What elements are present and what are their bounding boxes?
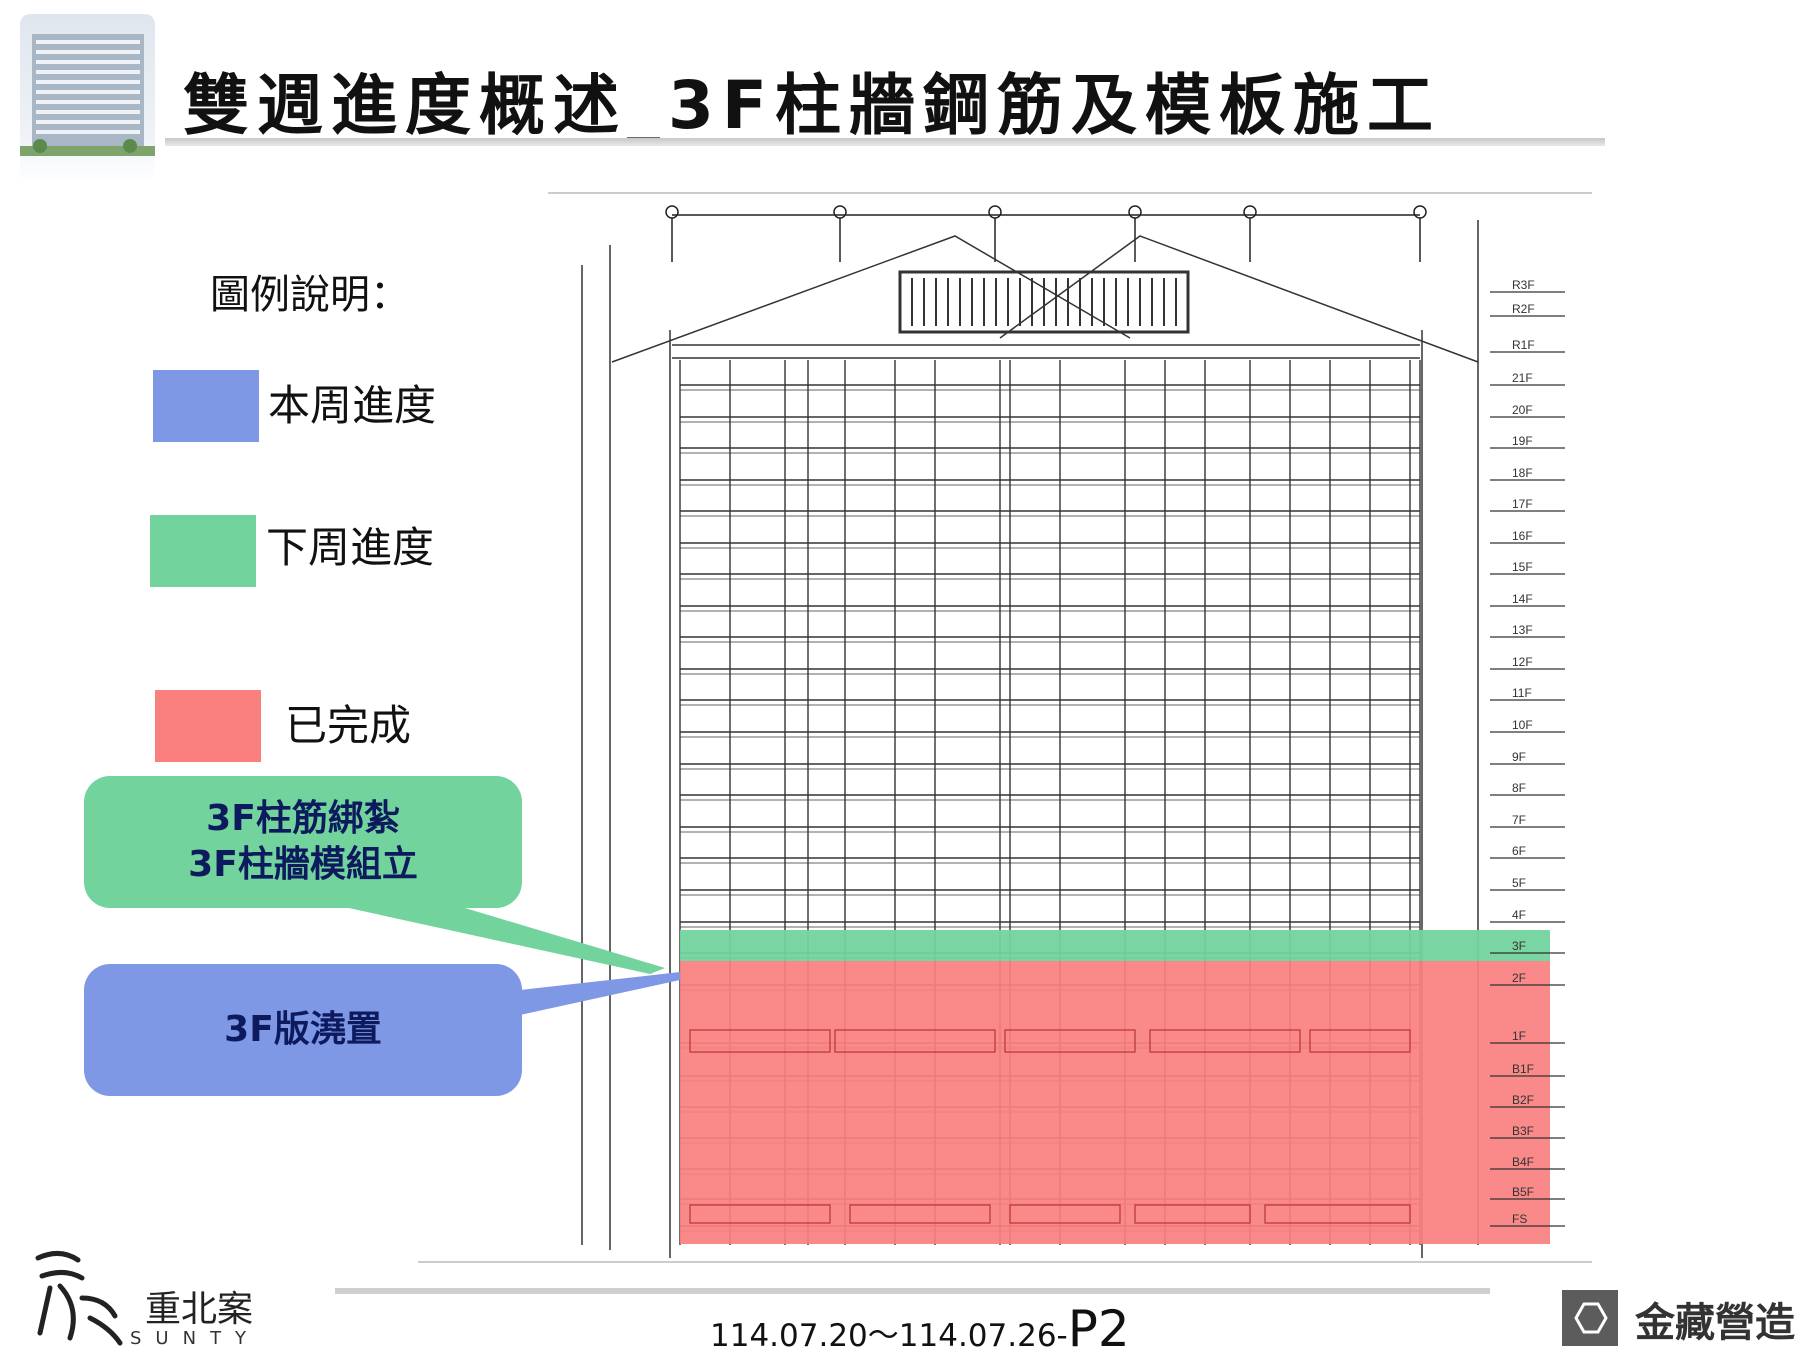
floor-label-b1f: B1F [1512, 1062, 1534, 1076]
floor-label-21f: 21F [1512, 371, 1533, 385]
floor-label-fs: FS [1512, 1212, 1527, 1226]
floor-label-18f: 18F [1512, 466, 1533, 480]
floor-label-4f: 4F [1512, 908, 1526, 922]
floor-label-12f: 12F [1512, 655, 1533, 669]
floor-label-13f: 13F [1512, 623, 1533, 637]
completed-band [680, 961, 1550, 1244]
floor-label-b5f: B5F [1512, 1185, 1534, 1199]
page-number: P2 [1067, 1300, 1130, 1358]
footer-date-text: 114.07.20～114.07.26- [710, 1318, 1068, 1354]
building-rendering-icon [20, 34, 155, 156]
floor-label-b4f: B4F [1512, 1155, 1534, 1169]
floor-label-17f: 17F [1512, 497, 1533, 511]
substructure-cell [1134, 1204, 1251, 1224]
floor-label-3f: 3F [1512, 939, 1526, 953]
floor-label-b3f: B3F [1512, 1124, 1534, 1138]
next-week-band [680, 930, 1550, 961]
callout-next-week: 3F柱筋綁紮 3F柱牆模組立 [84, 776, 522, 908]
floor-label-b2f: B2F [1512, 1093, 1534, 1107]
callout-this-week: 3F版澆置 [84, 964, 522, 1096]
legend-title: 圖例說明： [210, 272, 410, 318]
floor-label-6f: 6F [1512, 844, 1526, 858]
builder-name: 金藏營造 [1635, 1300, 1795, 1346]
floor-label-10f: 10F [1512, 718, 1533, 732]
roof-truss [611, 235, 1479, 363]
floor-label-9f: 9F [1512, 750, 1526, 764]
callout-this-week-line1: 3F版澆置 [224, 1009, 382, 1050]
floor-label-5f: 5F [1512, 876, 1526, 890]
building-rendering-thumbnail [20, 14, 155, 184]
floor-label-11f: 11F [1512, 686, 1532, 700]
floor-label-14f: 14F [1512, 592, 1533, 606]
logo-case-name: 重北案 [145, 1289, 254, 1330]
footer-divider [335, 1288, 1490, 1294]
sunty-calligraphy-logo [35, 1251, 123, 1346]
substructure-cell [1309, 1029, 1411, 1053]
substructure-cell [1009, 1204, 1121, 1224]
this-week-pointer [520, 972, 680, 1015]
floor-label-16f: 16F [1512, 529, 1533, 543]
floor-label-2f: 2F [1512, 971, 1526, 985]
next-week-pointer [335, 905, 665, 974]
substructure-cell [689, 1029, 831, 1053]
substructure-cell [1149, 1029, 1301, 1053]
substructure-lines [689, 1029, 1411, 1224]
logo-latin-name: SUNTY [130, 1328, 261, 1349]
floor-label-8f: 8F [1512, 781, 1526, 795]
legend-swatch-completed [155, 690, 261, 762]
builder-logo-icon [1562, 1290, 1618, 1346]
floor-label-r3f: R3F [1512, 278, 1535, 292]
footer-date-range: 114.07.20～114.07.26-P2 [710, 1300, 1130, 1358]
legend-label-this-week: 本周進度 [268, 381, 437, 430]
floor-label-1f: 1F [1512, 1029, 1526, 1043]
callout-next-week-line1: 3F柱筋綁紮 [206, 798, 400, 839]
grid-axes [665, 205, 1427, 262]
substructure-cell [849, 1204, 991, 1224]
legend-label-completed: 已完成 [285, 701, 412, 750]
floor-label-r1f: R1F [1512, 338, 1535, 352]
substructure-cell [689, 1204, 831, 1224]
callout-next-week-line2: 3F柱牆模組立 [188, 844, 418, 885]
floor-label-r2f: R2F [1512, 302, 1535, 316]
legend-swatch-this-week [153, 370, 259, 442]
substructure-cell [1004, 1029, 1136, 1053]
page-title: 雙週進度概述_3F柱牆鋼筋及模板施工 [183, 67, 1442, 144]
substructure-cell [834, 1029, 996, 1053]
substructure-cell [1264, 1204, 1411, 1224]
title-divider [165, 138, 1605, 146]
floor-label-19f: 19F [1512, 434, 1533, 448]
floor-label-15f: 15F [1512, 560, 1533, 574]
legend-swatch-next-week [150, 515, 256, 587]
floor-labels: R3F R2F R1F 21F 20F 19F 18F 17F 16F 15F 14F 13F 12F 1… [1490, 278, 1565, 1227]
floor-label-7f: 7F [1512, 813, 1526, 827]
legend-label-next-week: 下周進度 [266, 523, 435, 572]
roof-machine-room [911, 278, 1177, 326]
floor-label-20f: 20F [1512, 403, 1533, 417]
